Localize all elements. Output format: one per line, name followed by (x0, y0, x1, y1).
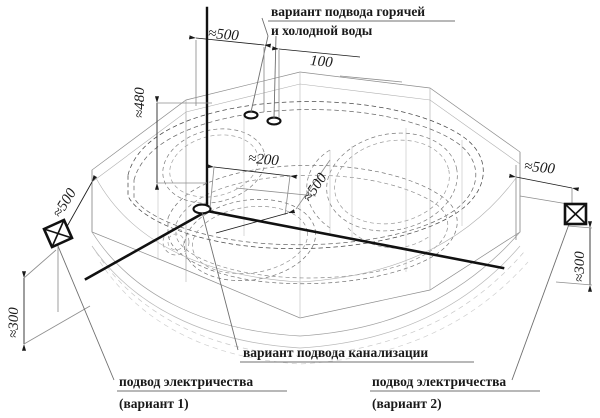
sewer-supply-label: вариант подвода канализации (243, 345, 429, 360)
dimension-height-480: ≈480 (132, 87, 148, 118)
electric-right-label-line2: (вариант 2) (372, 396, 442, 411)
dimension-center-200: ≈200 (247, 150, 280, 170)
water-supply-label-line1: вариант подвода горячей (271, 4, 426, 19)
water-supply-label-line2: и холодной воды (271, 23, 373, 38)
electric-left-label-line1: подвод электричества (119, 374, 254, 389)
dimension-top-left-500: ≈500 (207, 25, 240, 45)
electric-right-label-line1: подвод электричества (372, 374, 507, 389)
electric-left-label-line2: (вариант 1) (119, 396, 189, 411)
dimension-right-500: ≈500 (523, 158, 556, 178)
dimension-left-300: ≈300 (6, 307, 22, 338)
dimension-top-100: 100 (309, 53, 334, 71)
dimension-right-300: ≈300 (572, 251, 588, 282)
electrical-outlet-left-symbol (42, 218, 74, 249)
electrical-outlet-right-symbol (563, 202, 588, 226)
